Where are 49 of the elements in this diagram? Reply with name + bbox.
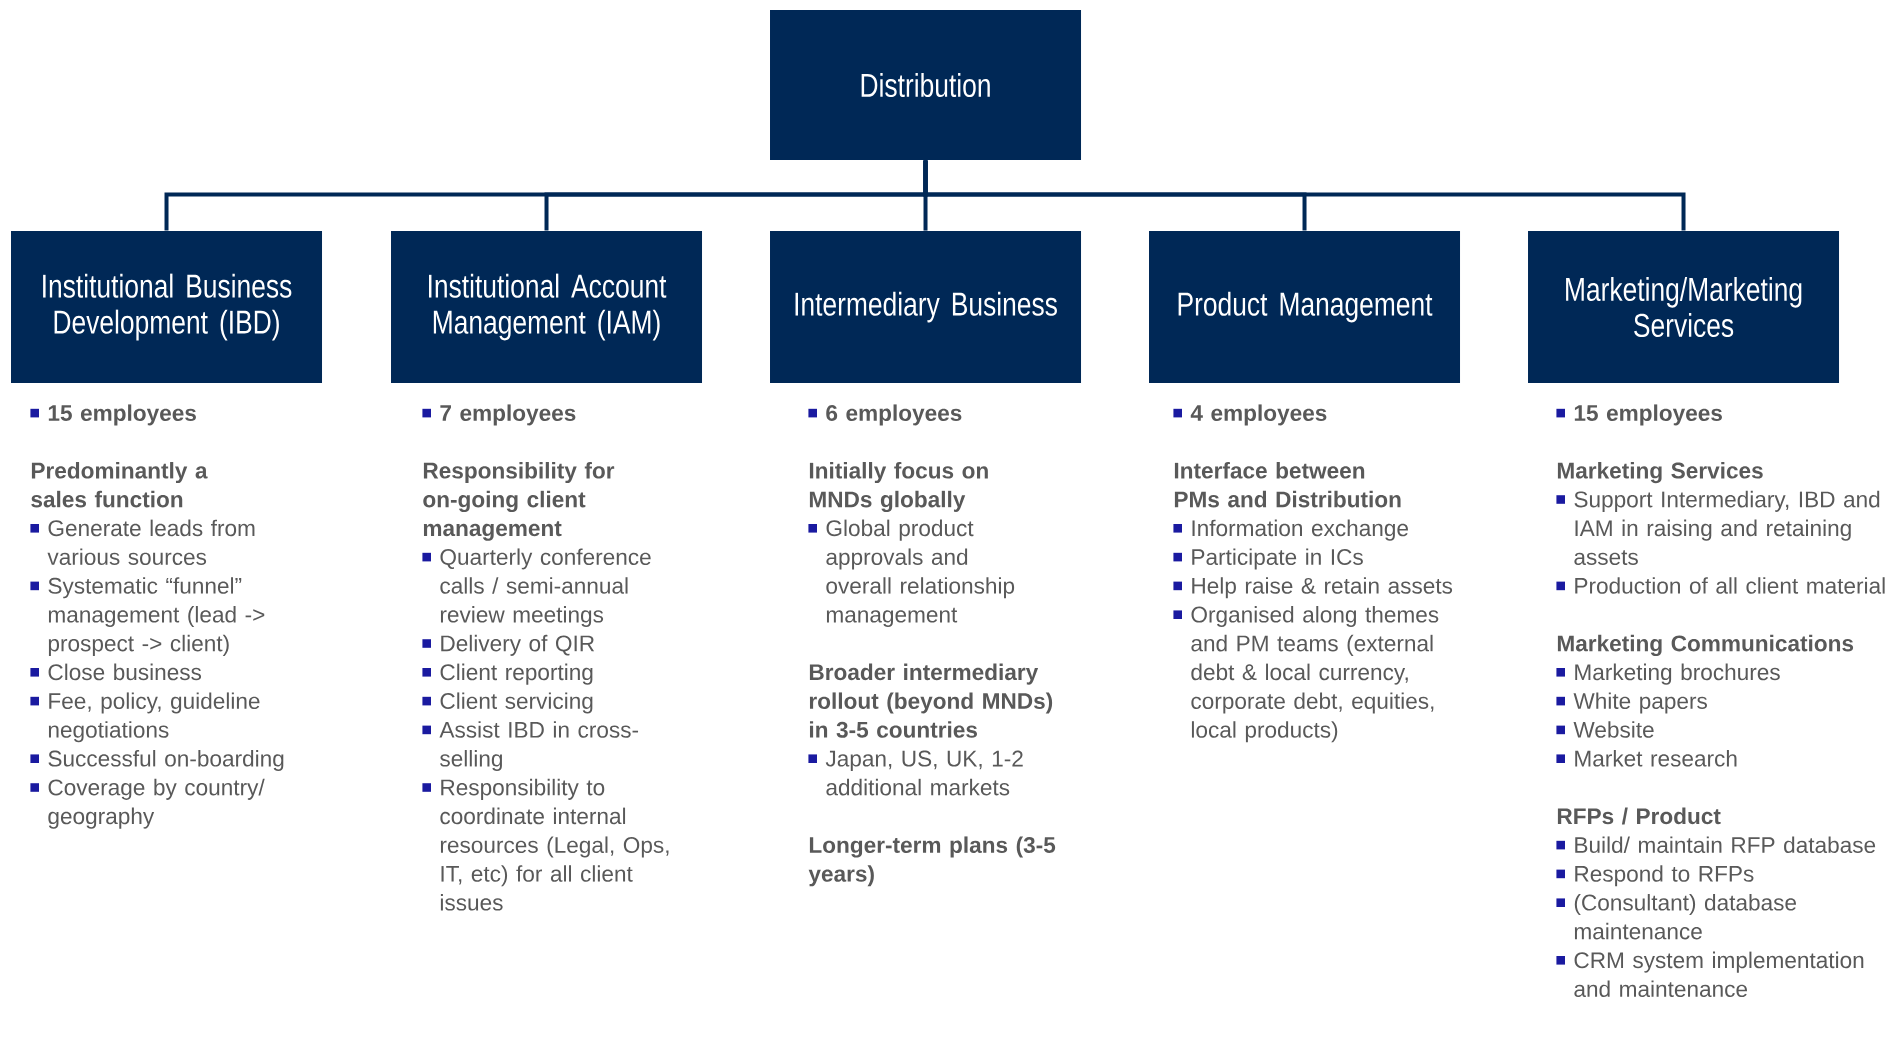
bullet-item: 4 employees bbox=[1173, 404, 1327, 426]
heading: Marketing Services bbox=[1557, 462, 1763, 484]
org-box: Distribution bbox=[770, 10, 1081, 160]
bullet-item: 15 employees bbox=[30, 404, 196, 426]
org-box: Marketing/Marketing Services bbox=[1528, 231, 1839, 383]
bullet-item: 6 employees bbox=[808, 404, 962, 426]
bullet-item: Assist IBD in cross-selling bbox=[422, 721, 639, 772]
bullet-item: Global product approvals and overall relationship management bbox=[808, 519, 1015, 628]
heading: Longer-term plans (3-5 years) bbox=[808, 836, 1056, 887]
org-box: Institutional Account Management (IAM) bbox=[391, 231, 702, 383]
bullet-item: Client servicing bbox=[422, 692, 593, 714]
bullet-item: Fee, policy, guideline negotiations bbox=[30, 692, 260, 743]
bullet-item: Quarterly conference calls / semi-annual review meetings bbox=[422, 548, 651, 628]
bullet-item: Marketing brochures bbox=[1556, 663, 1780, 685]
bullet-item: CRM system implementation and maintenance bbox=[1556, 951, 1864, 997]
heading: Interface between PMs and Distribution bbox=[1174, 462, 1401, 508]
bullet-item: 7 employees bbox=[422, 404, 576, 426]
bullet-item: Generate leads from various sources bbox=[30, 519, 255, 565]
heading: Responsibility for on-going client management bbox=[423, 462, 615, 541]
bullet-item: (Consultant) database maintenance bbox=[1556, 894, 1796, 940]
heading: Marketing Communications bbox=[1557, 634, 1854, 656]
connector-line bbox=[923, 160, 1686, 231]
bullet-item: Market research bbox=[1556, 750, 1737, 767]
bullet-item: Website bbox=[1556, 721, 1654, 738]
bullet-item: Organised along themes and PM teams (external debt & local currency, corporate debt, equities, local products) bbox=[1173, 606, 1439, 743]
heading: Predominantly a sales function bbox=[31, 462, 208, 508]
bullet-item: Delivery of QIR bbox=[422, 634, 595, 656]
heading: Initially focus on MNDs globally bbox=[809, 462, 988, 512]
bullet-item: White papers bbox=[1556, 692, 1707, 714]
org-box: Intermediary Business bbox=[770, 231, 1081, 383]
bullet-item: Coverage by country/ geography bbox=[30, 778, 265, 829]
bullet-item: Close business bbox=[30, 663, 202, 681]
bullet-item: Responsibility to coordinate internal resources (Legal, Ops, IT, etc) for all client issues bbox=[422, 778, 669, 911]
bullet-item: Support Intermediary, IBD and IAM in raising and retaining assets bbox=[1556, 490, 1880, 565]
bullet-item: Participate in ICs bbox=[1173, 548, 1363, 570]
bullet-item: Information exchange bbox=[1173, 519, 1408, 541]
org-box: Institutional Business Development (IBD) bbox=[11, 231, 322, 383]
bullet-item: Build/ maintain RFP database bbox=[1556, 836, 1876, 853]
bullet-item: Japan, US, UK, 1-2 additional markets bbox=[808, 750, 1023, 796]
heading: RFPs / Product bbox=[1557, 807, 1721, 825]
bullet-item: Production of all client material bbox=[1556, 577, 1885, 594]
bullet-item: Successful on-boarding bbox=[30, 750, 284, 772]
bullet-item: Help raise & retain assets bbox=[1173, 577, 1453, 599]
bullet-item: 15 employees bbox=[1556, 404, 1722, 426]
org-box: Product Management bbox=[1149, 231, 1460, 383]
bullet-item: Client reporting bbox=[422, 663, 593, 685]
heading: Broader intermediary rollout (beyond MNDs) in 3-5 countries bbox=[809, 663, 1053, 738]
bullet-item: Systematic “funnel” management (lead -> prospect -> client) bbox=[30, 577, 265, 656]
bullet-item: Respond to RFPs bbox=[1556, 865, 1754, 887]
